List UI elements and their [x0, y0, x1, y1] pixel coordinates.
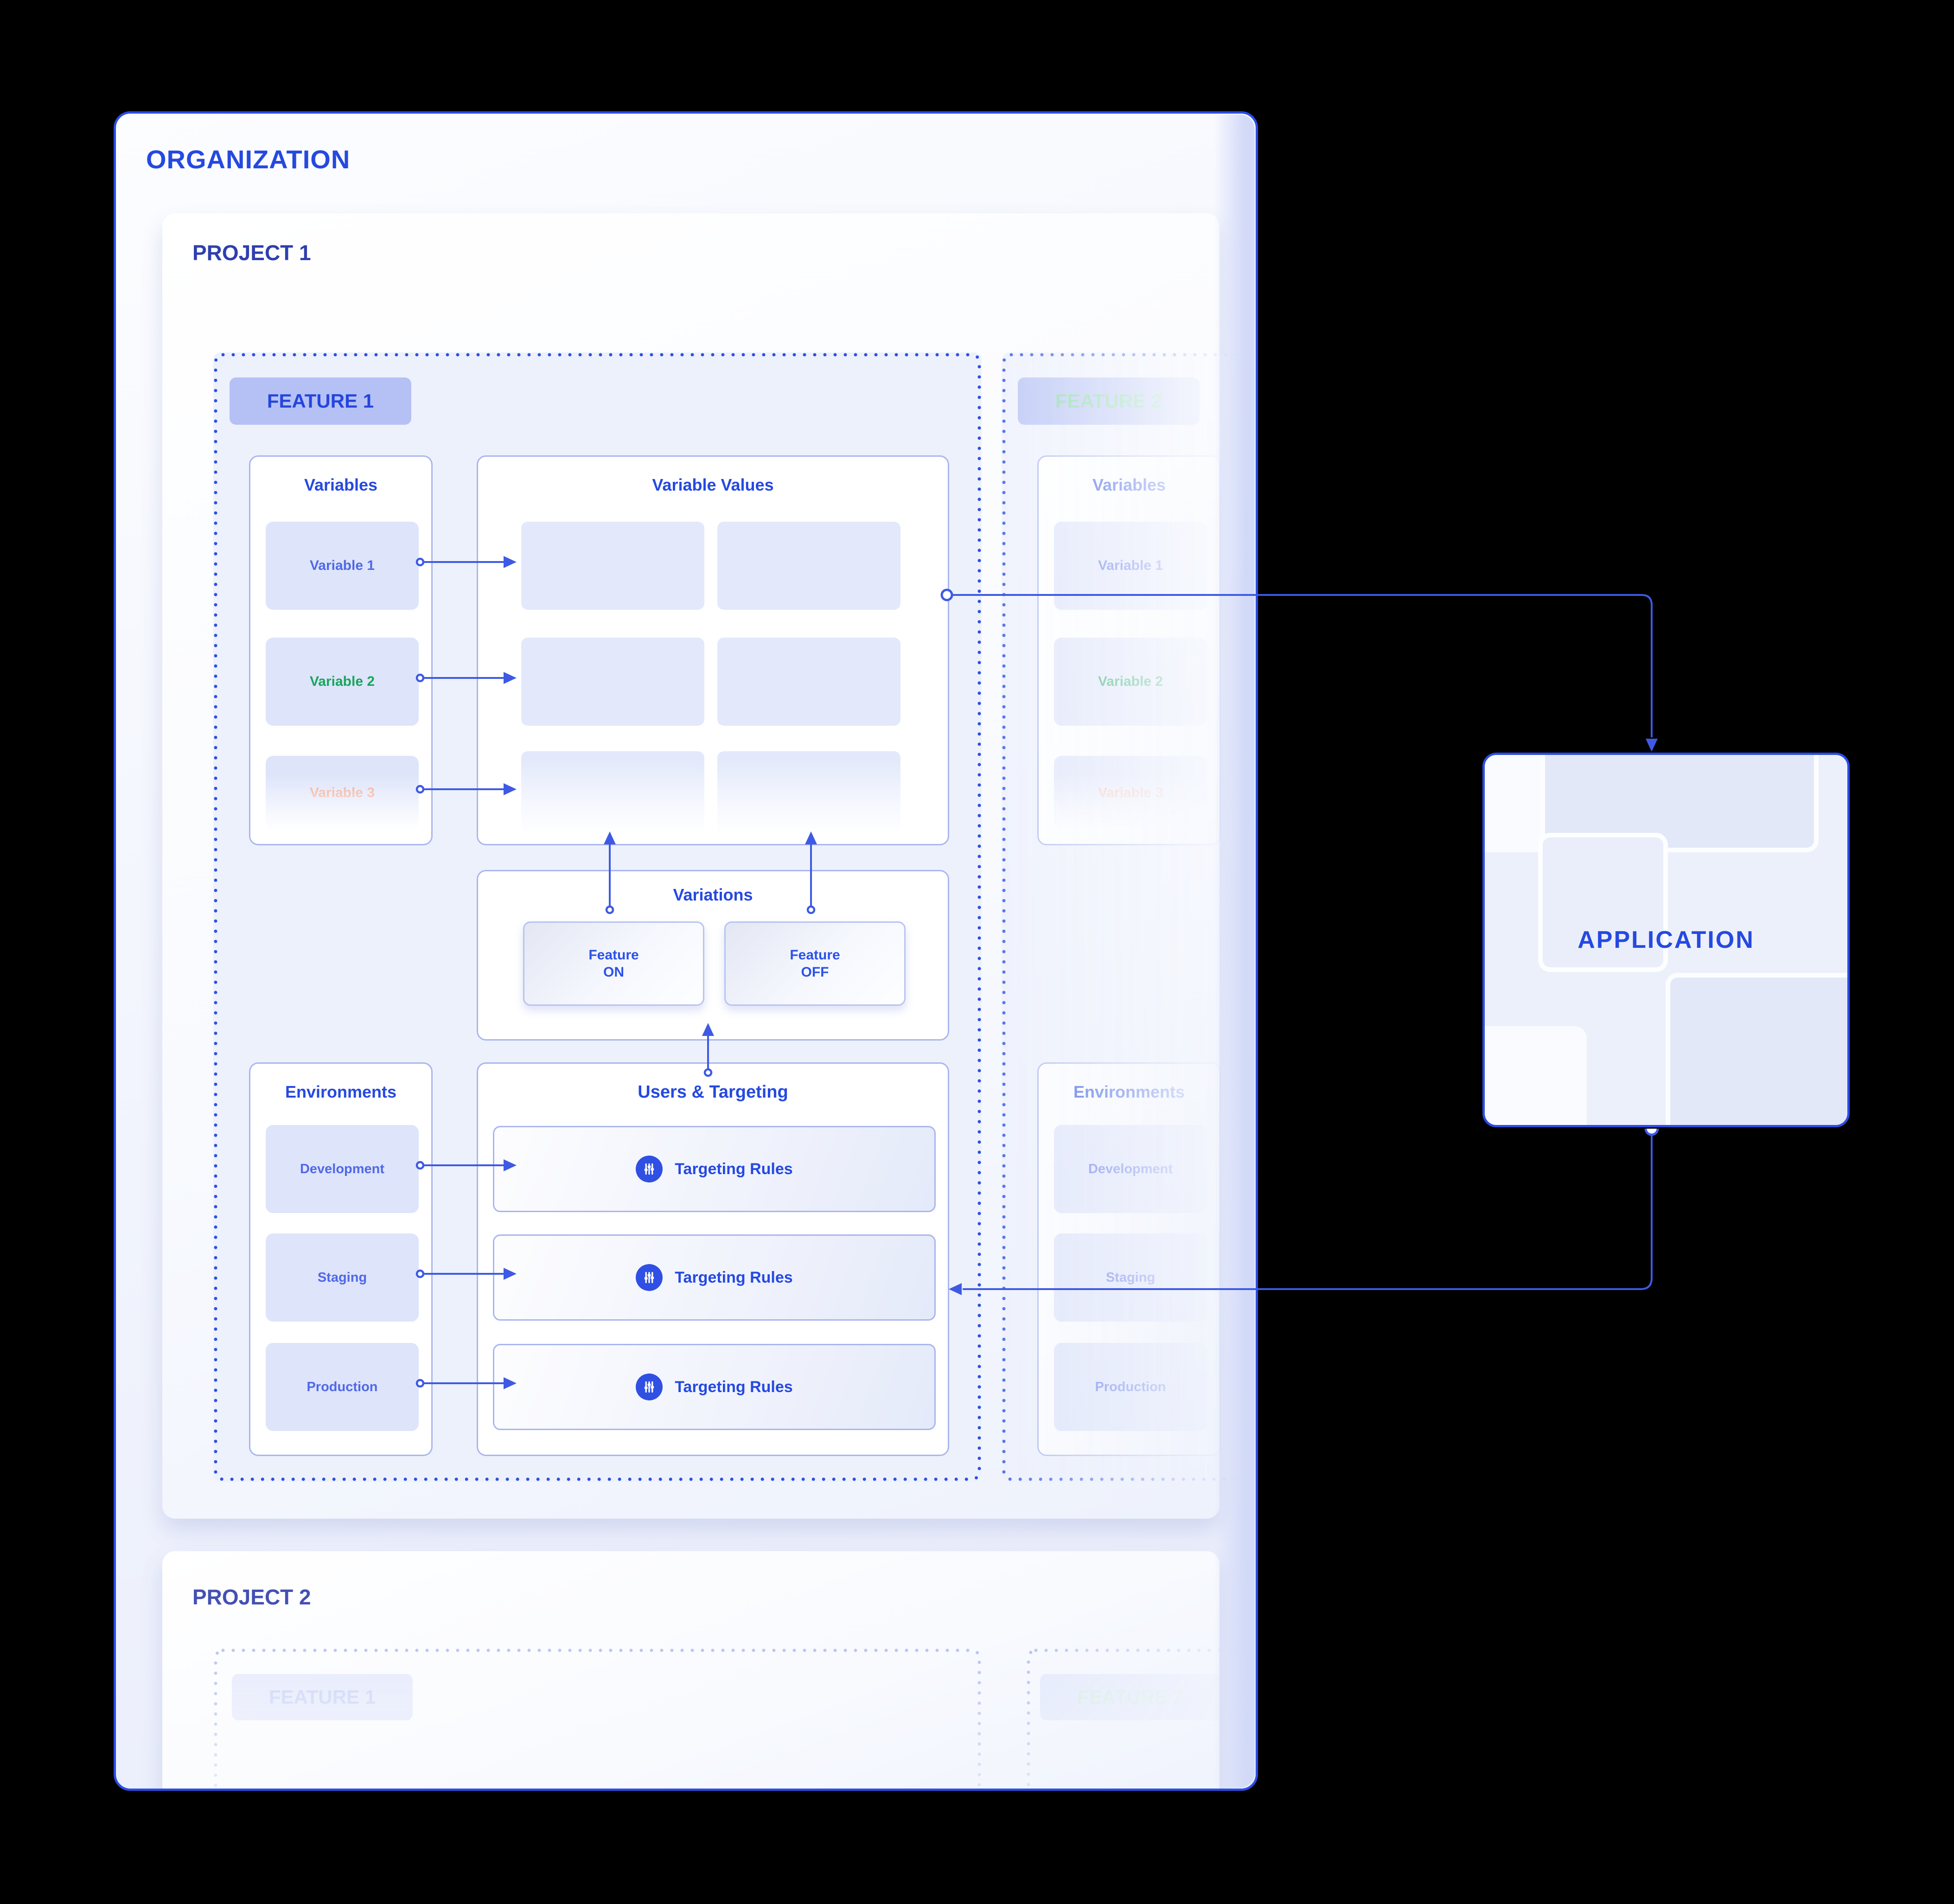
development-chip-f2: Development: [1054, 1125, 1207, 1213]
targeting-rules-label: Targeting Rules: [675, 1268, 793, 1286]
variations-box: Variations Feature ON Feature OFF: [477, 870, 949, 1041]
organization-title: ORGANIZATION: [146, 145, 351, 174]
project-2-card: PROJECT 2 FEATURE 1: [162, 1551, 1256, 1789]
feature-on-button: Feature ON: [523, 921, 704, 1006]
production-label: Production: [307, 1379, 378, 1394]
environments-title-f2: Environments: [1073, 1082, 1185, 1101]
value-placeholder: [521, 638, 704, 726]
feature-1-container: FEATURE 1 Variables Variable 1 Variable …: [213, 352, 982, 1482]
variable-2-label-f2: Variable 2: [1098, 674, 1163, 689]
project-2-feature-2: FEATURE 2: [1026, 1648, 1256, 1789]
sliders-icon: [636, 1156, 663, 1182]
organization-box: ORGANIZATION PROJECT 1 FEATURE 1 Variabl…: [114, 111, 1258, 1791]
feature-off-line2: OFF: [801, 965, 829, 980]
app-deco-block: [1666, 973, 1847, 1125]
production-label-f2: Production: [1095, 1379, 1166, 1394]
application-box: APPLICATION: [1482, 753, 1850, 1127]
staging-label-f2: Staging: [1105, 1270, 1156, 1285]
feature-1-badge-label: FEATURE 1: [267, 390, 374, 412]
targeting-rules-row-staging: Targeting Rules: [493, 1234, 936, 1321]
users-targeting-title: Users & Targeting: [638, 1082, 788, 1102]
value-placeholder: [521, 522, 704, 610]
feature-2-badge: FEATURE 2: [1018, 377, 1200, 425]
variable-3-chip: Variable 3: [266, 756, 419, 830]
production-chip: Production: [266, 1343, 419, 1431]
variable-values-box: Variable Values: [477, 455, 949, 845]
feature-off-button: Feature OFF: [724, 921, 906, 1006]
users-targeting-box: Users & Targeting Targeting Rules: [477, 1062, 949, 1456]
project-2-feature-1-badge-label: FEATURE 1: [268, 1686, 376, 1708]
variables-box: Variables Variable 1 Variable 2 Variable…: [249, 455, 433, 845]
app-deco-block: [1538, 833, 1668, 972]
variable-2-chip-f2: Variable 2: [1054, 638, 1207, 726]
variable-1-label-f2: Variable 1: [1098, 558, 1163, 573]
development-label-f2: Development: [1088, 1161, 1173, 1176]
application-title: APPLICATION: [1577, 926, 1755, 953]
staging-chip: Staging: [266, 1233, 419, 1322]
staging-label: Staging: [317, 1270, 367, 1285]
variable-3-label-f2: Variable 3: [1098, 785, 1163, 800]
development-label: Development: [300, 1161, 385, 1176]
project-1-card: PROJECT 1 FEATURE 1 Variables Variable 1…: [162, 213, 1256, 1519]
variables-title: Variables: [304, 475, 378, 494]
targeting-rules-row-development: Targeting Rules: [493, 1126, 936, 1212]
project-2-feature-1-badge: FEATURE 1: [232, 1674, 413, 1720]
value-placeholder: [521, 751, 704, 835]
feature-2-badge-label: FEATURE 2: [1055, 390, 1162, 412]
variable-2-label: Variable 2: [309, 674, 375, 689]
variable-1-label: Variable 1: [309, 558, 375, 573]
variable-1-chip: Variable 1: [266, 522, 419, 610]
environments-box-f2: Environments Development Staging Product…: [1037, 1062, 1221, 1456]
project-1-title: PROJECT 1: [192, 241, 311, 265]
project-2-title: PROJECT 2: [192, 1585, 311, 1609]
project-2-feature-2-badge-label: FEATURE 2: [1077, 1686, 1184, 1708]
value-placeholder: [717, 638, 900, 726]
project-2-feature-2-badge: FEATURE 2: [1040, 1674, 1221, 1720]
variable-3-chip-f2: Variable 3: [1054, 756, 1207, 830]
variables-box-f2: Variables Variable 1 Variable 2 Variable…: [1037, 455, 1221, 845]
variable-1-chip-f2: Variable 1: [1054, 522, 1207, 610]
feature-on-line2: ON: [603, 965, 624, 980]
sliders-icon: [636, 1264, 663, 1291]
variable-2-chip: Variable 2: [266, 638, 419, 726]
development-chip: Development: [266, 1125, 419, 1213]
project-2-faded-content: FEATURE 1 FEATURE 2: [162, 1551, 1256, 1789]
app-deco-block: [1485, 1026, 1587, 1125]
value-placeholder: [717, 751, 900, 835]
variable-values-title: Variable Values: [652, 475, 774, 494]
environments-box: Environments Development Staging Product…: [249, 1062, 433, 1456]
feature-2-container: FEATURE 2 Variables Variable 1 Variable …: [1002, 352, 1256, 1482]
variable-3-label: Variable 3: [309, 785, 375, 800]
environments-title: Environments: [285, 1082, 397, 1101]
feature-off-line1: Feature: [790, 947, 840, 963]
variations-title: Variations: [673, 885, 753, 904]
staging-chip-f2: Staging: [1054, 1233, 1207, 1322]
targeting-rules-row-production: Targeting Rules: [493, 1344, 936, 1430]
targeting-rules-label: Targeting Rules: [675, 1160, 793, 1178]
targeting-rules-label: Targeting Rules: [675, 1378, 793, 1396]
feature-on-line1: Feature: [588, 947, 639, 963]
variables-title-f2: Variables: [1092, 475, 1166, 494]
sliders-icon: [636, 1374, 663, 1400]
value-placeholder: [717, 522, 900, 610]
project-2-feature-1: FEATURE 1: [213, 1648, 982, 1789]
production-chip-f2: Production: [1054, 1343, 1207, 1431]
feature-1-badge: FEATURE 1: [230, 377, 411, 425]
